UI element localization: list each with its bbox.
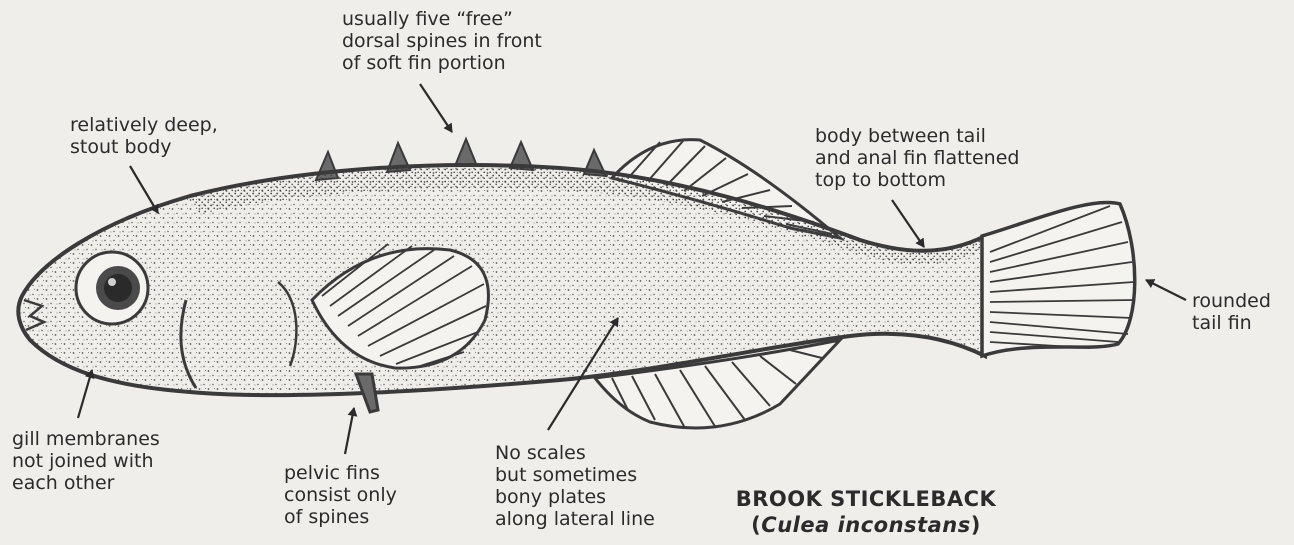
label-caudal-peduncle: body between tail and anal fin flattened… bbox=[815, 125, 1019, 191]
label-line: and anal fin flattened bbox=[815, 147, 1019, 169]
eye bbox=[76, 252, 148, 324]
label-line: not joined with bbox=[12, 450, 160, 472]
label-line: top to bottom bbox=[815, 169, 1019, 191]
label-line: stout body bbox=[70, 136, 218, 158]
label-body-depth: relatively deep, stout body bbox=[70, 114, 218, 158]
label-line: relatively deep, bbox=[70, 114, 218, 136]
label-line: usually five “free” bbox=[342, 8, 542, 30]
label-pelvic-fins: pelvic fins consist only of spines bbox=[284, 462, 397, 528]
label-line: bony plates bbox=[495, 486, 655, 508]
label-line: rounded bbox=[1192, 290, 1271, 312]
tail-fin bbox=[982, 203, 1135, 356]
label-line: dorsal spines in front bbox=[342, 30, 542, 52]
title-scientific-name: Culea inconstans bbox=[761, 513, 970, 537]
fish-body bbox=[18, 165, 985, 395]
label-line: each other bbox=[12, 472, 160, 494]
label-line: of spines bbox=[284, 506, 397, 528]
label-line: gill membranes bbox=[12, 428, 160, 450]
label-scales: No scales but sometimes bony plates alon… bbox=[495, 442, 655, 530]
diagram-title: BROOK STICKLEBACK (Culea inconstans) bbox=[690, 486, 1042, 538]
title-close-paren: ) bbox=[971, 513, 981, 537]
label-line: body between tail bbox=[815, 125, 1019, 147]
label-line: along lateral line bbox=[495, 508, 655, 530]
arrow-gill-membranes bbox=[78, 370, 92, 418]
title-scientific-line: (Culea inconstans) bbox=[690, 512, 1042, 538]
label-line: No scales bbox=[495, 442, 655, 464]
title-common-name: BROOK STICKLEBACK bbox=[690, 486, 1042, 512]
arrow-tail-fin bbox=[1146, 280, 1186, 300]
label-line: consist only bbox=[284, 484, 397, 506]
label-gill-membranes: gill membranes not joined with each othe… bbox=[12, 428, 160, 494]
arrow-body-depth bbox=[130, 166, 158, 213]
label-line: pelvic fins bbox=[284, 462, 397, 484]
arrow-pelvic-fins bbox=[345, 408, 354, 454]
label-tail-fin: rounded tail fin bbox=[1192, 290, 1271, 334]
label-line: tail fin bbox=[1192, 312, 1271, 334]
title-open-paren: ( bbox=[751, 513, 761, 537]
arrow-dorsal-spines bbox=[420, 84, 452, 132]
label-line: but sometimes bbox=[495, 464, 655, 486]
arrow-caudal-peduncle bbox=[892, 200, 924, 247]
label-dorsal-spines: usually five “free” dorsal spines in fro… bbox=[342, 8, 542, 74]
label-line: of soft fin portion bbox=[342, 52, 542, 74]
